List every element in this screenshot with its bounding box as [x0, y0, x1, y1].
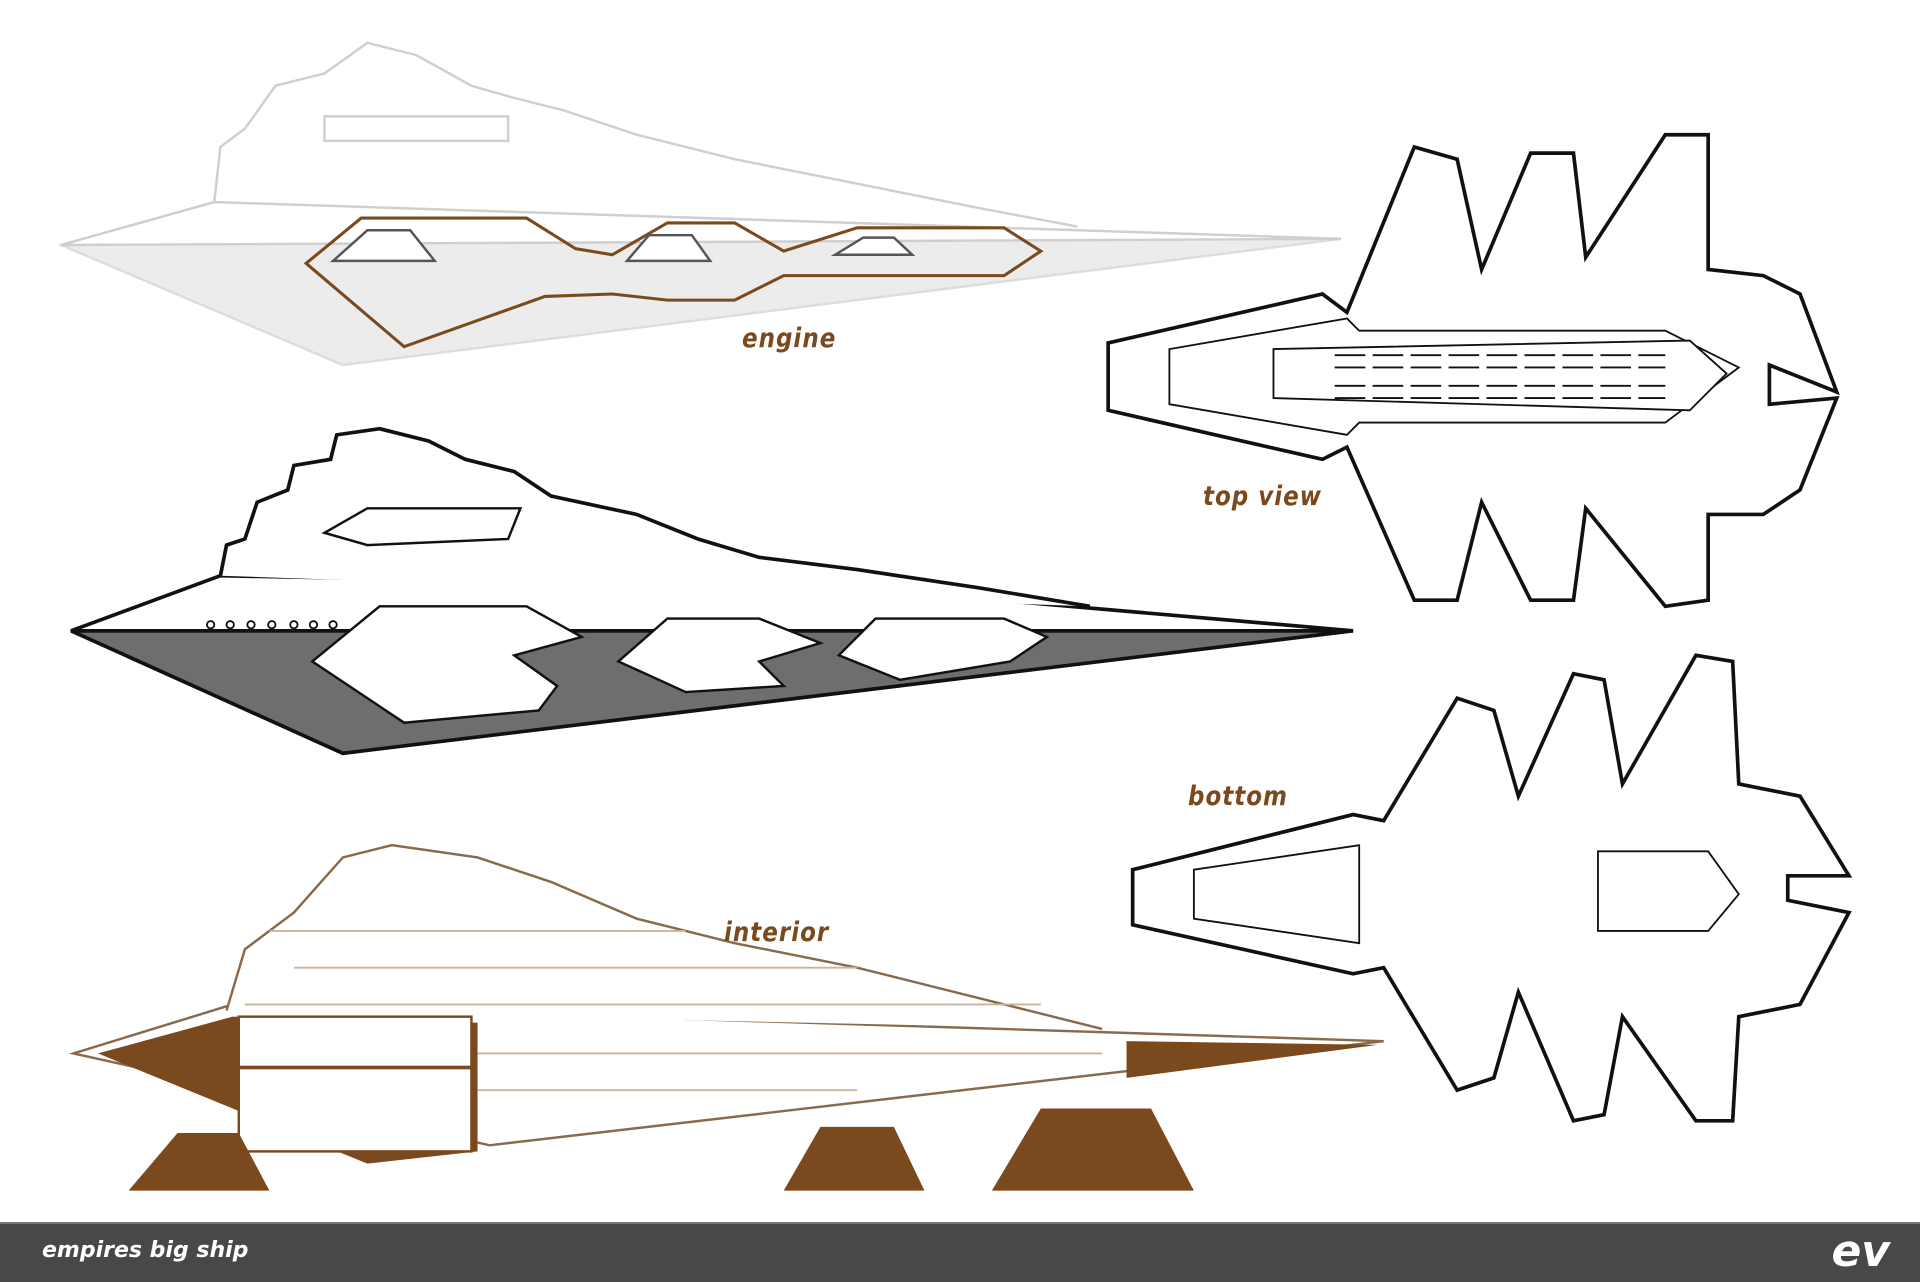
bottom-label: bottom	[1188, 782, 1289, 812]
sheet-title: empires big ship	[42, 1238, 249, 1263]
top-view-label: top view	[1203, 482, 1322, 512]
concept-art-sheet	[57, 41, 1853, 1191]
engine-label: engine	[742, 324, 837, 354]
top-view-ship	[1106, 132, 1840, 609]
logo: ev	[1831, 1226, 1890, 1277]
interior-label: interior	[724, 918, 830, 948]
bottom-view-ship	[1130, 653, 1853, 1123]
side-view-ship	[70, 426, 1354, 756]
interior-ship	[68, 843, 1384, 1191]
footer-bar: empires big ship ev	[0, 1222, 1920, 1282]
engine-view-ship	[57, 41, 1341, 367]
